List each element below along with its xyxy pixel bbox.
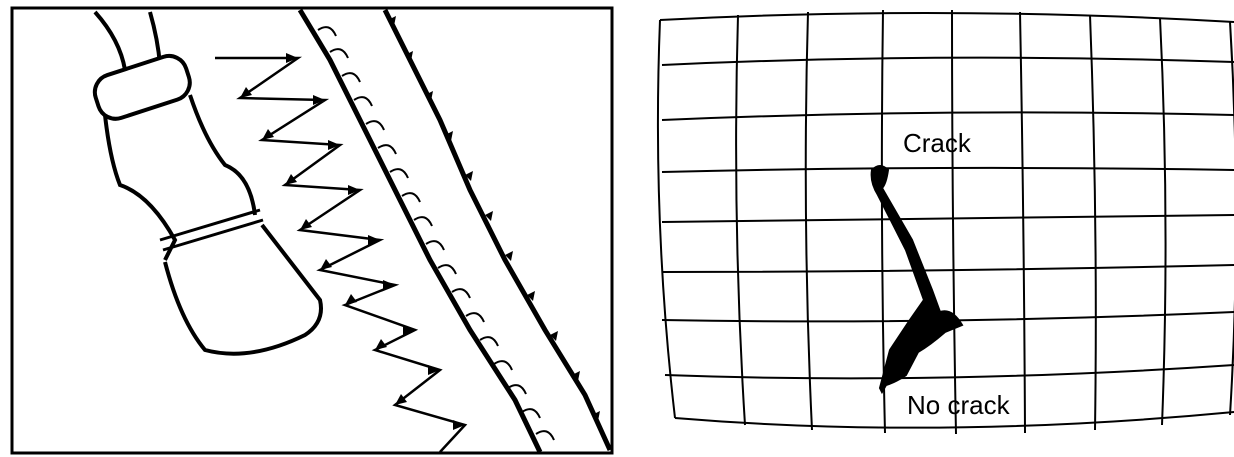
- crack-grid-diagram: Crack No crack: [640, 0, 1234, 457]
- probe-illustration-panel: [0, 0, 625, 457]
- no-crack-label: No crack: [907, 390, 1011, 420]
- crack-mark-icon: [872, 166, 962, 392]
- grid-illustration-panel: Crack No crack: [640, 0, 1234, 457]
- crack-label: Crack: [903, 128, 972, 158]
- distorted-grid-icon: [658, 10, 1234, 434]
- weld-bead-icon: [300, 10, 610, 452]
- probe-illustration: [0, 0, 625, 457]
